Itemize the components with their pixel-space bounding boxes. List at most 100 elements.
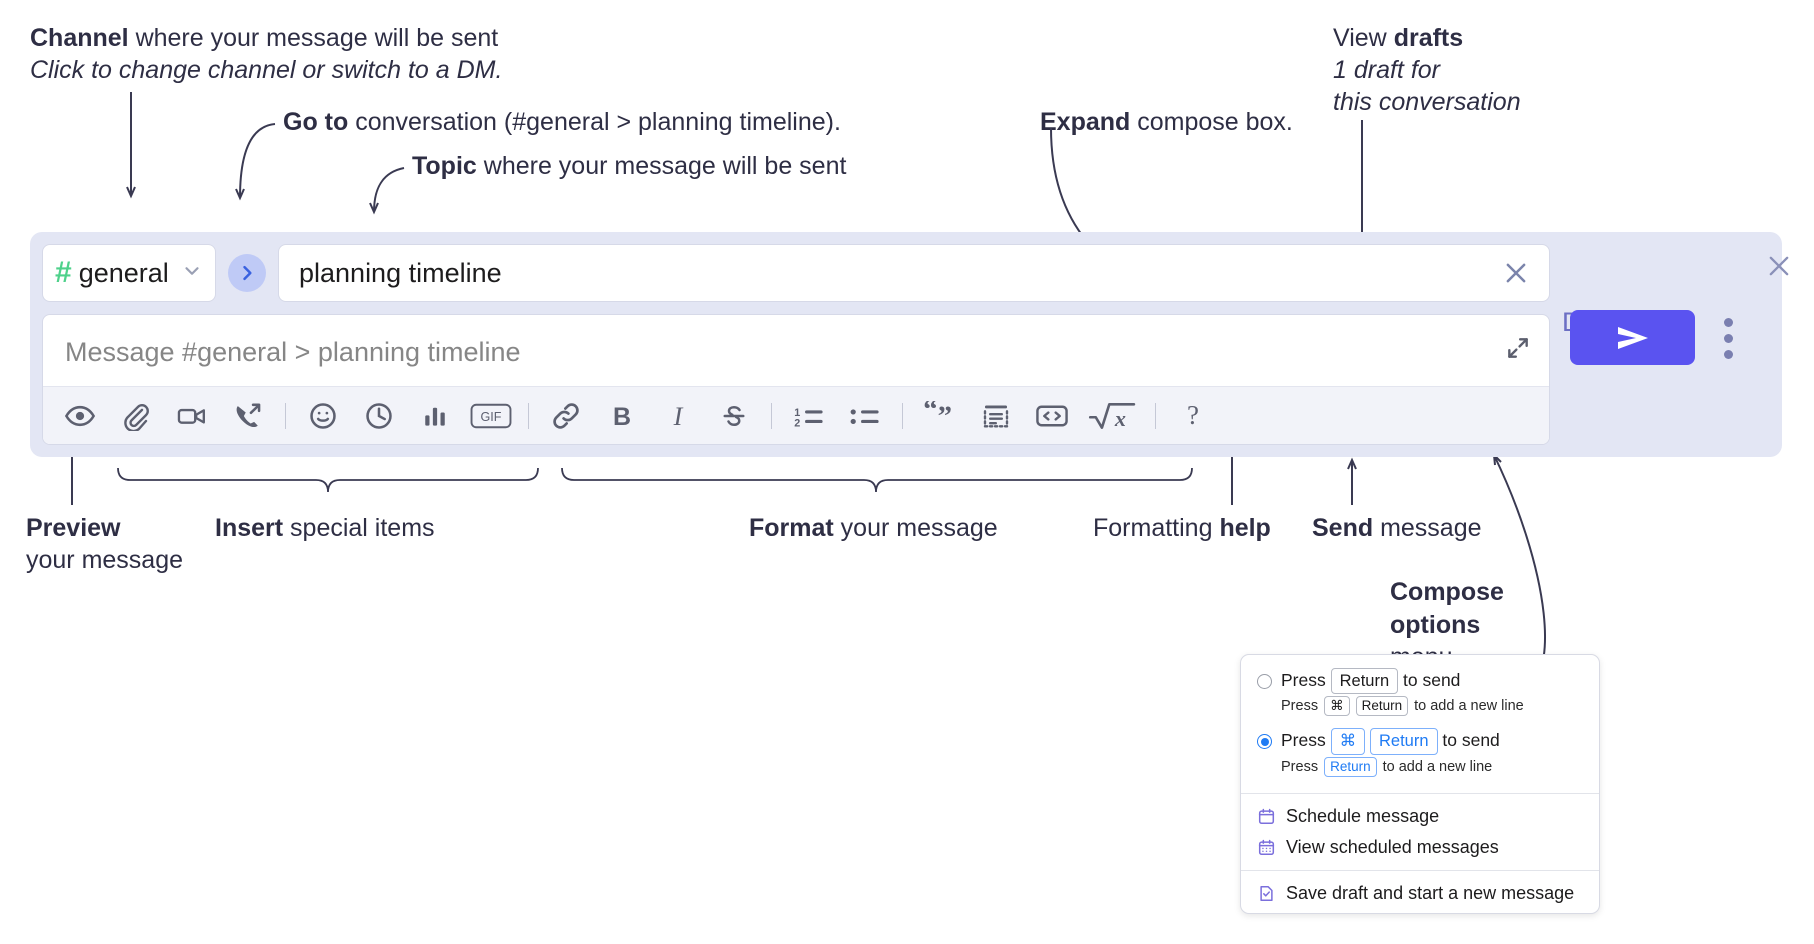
annotation-send: Send message xyxy=(1312,512,1482,544)
hash-icon: # xyxy=(55,256,72,289)
topic-clear-button[interactable] xyxy=(1501,258,1531,288)
svg-text:”: ” xyxy=(938,401,952,431)
ordered-list-button[interactable]: 1 2 xyxy=(786,393,832,439)
formatting-toolbar: GIF B xyxy=(43,386,1549,444)
annotation-expand-bold: Expand xyxy=(1040,108,1131,136)
kebab-dot-3 xyxy=(1723,349,1733,359)
kebab-dot-2 xyxy=(1723,333,1733,343)
radio-option-return-to-send[interactable]: Press Return to send xyxy=(1241,665,1599,695)
radio-1-pre: Press xyxy=(1281,670,1331,690)
math-sqrt-icon: x xyxy=(1088,402,1136,430)
compose-panel: Drafts (1) # general xyxy=(30,232,1789,457)
message-input-box[interactable]: Message #general > planning timeline xyxy=(42,314,1550,445)
poll-button[interactable] xyxy=(412,393,458,439)
video-camera-icon xyxy=(177,408,205,424)
svg-text:2: 2 xyxy=(794,417,800,429)
video-button[interactable] xyxy=(169,393,215,439)
annotation-compose-options-bold2: options xyxy=(1390,610,1481,639)
annotation-drafts-pre: View xyxy=(1333,24,1394,52)
calendar-grid-icon xyxy=(1257,838,1276,857)
annotation-send-bold: Send xyxy=(1312,514,1374,542)
document-check-icon xyxy=(1257,884,1276,903)
annotation-expand: Expand compose box. xyxy=(1040,106,1293,138)
annotation-compose-options-bold1: Compose xyxy=(1390,578,1504,606)
separator-3 xyxy=(771,402,772,429)
expand-compose-button[interactable] xyxy=(1505,335,1531,366)
goto-conversation-button[interactable] xyxy=(228,254,266,292)
radio-option-cmd-return-to-send[interactable]: Press ⌘ Return to send xyxy=(1241,725,1599,755)
radio-selected[interactable] xyxy=(1257,734,1272,750)
annotation-preview-line2: your message xyxy=(26,546,184,574)
reminder-button[interactable] xyxy=(356,393,402,439)
topic-input[interactable]: planning timeline xyxy=(278,244,1550,302)
code-button[interactable] xyxy=(1029,393,1075,439)
annotation-help-pre: Formatting xyxy=(1093,514,1220,542)
eye-icon xyxy=(64,405,96,426)
annotation-channel-rest: where your message will be sent xyxy=(128,24,499,52)
radio-2-post: to send xyxy=(1437,730,1500,751)
annotation-drafts-sub2: this conversation xyxy=(1333,88,1521,116)
menu-item-save-draft-label: Save draft and start a new message xyxy=(1286,882,1575,903)
key-return-blue: Return xyxy=(1369,728,1438,755)
radio-2-sub-pre: Press xyxy=(1281,758,1319,775)
annotation-format: Format your message xyxy=(749,512,998,544)
svg-text:B: B xyxy=(613,402,631,430)
compose-options-button[interactable] xyxy=(1718,314,1738,362)
bulleted-list-button[interactable] xyxy=(842,393,888,439)
compose-options-menu: Press Return to send Press ⌘ Return to ad… xyxy=(1240,654,1600,914)
ordered-list-icon: 1 2 xyxy=(794,406,823,429)
radio-unselected[interactable] xyxy=(1257,673,1272,689)
formatting-help-button[interactable]: ? xyxy=(1170,393,1216,439)
menu-item-save-draft[interactable]: Save draft and start a new message xyxy=(1241,878,1599,909)
strikethrough-button[interactable] xyxy=(711,393,757,439)
strikethrough-icon xyxy=(723,405,745,426)
annotation-topic: Topic where your message will be sent xyxy=(412,150,846,182)
radio-2-sub-post: to add a new line xyxy=(1382,758,1493,775)
annotation-goto-rest: conversation (#general > planning timeli… xyxy=(348,108,841,136)
channel-name: general xyxy=(78,257,169,288)
menu-item-schedule-message[interactable]: Schedule message xyxy=(1241,801,1599,832)
brace-format xyxy=(561,467,1193,493)
bulleted-list-icon xyxy=(850,408,879,424)
annotation-preview: Preview your message xyxy=(26,512,183,576)
gif-button[interactable]: GIF xyxy=(468,393,514,439)
link-icon xyxy=(553,402,579,429)
link-button[interactable] xyxy=(543,393,589,439)
menu-item-view-scheduled[interactable]: View scheduled messages xyxy=(1241,832,1599,863)
separator-2 xyxy=(528,402,529,429)
annotation-help: Formatting help xyxy=(1093,512,1271,544)
brace-insert xyxy=(117,467,539,493)
panel-close-button[interactable] xyxy=(1765,252,1793,285)
blockquote-button[interactable]: “ ” xyxy=(917,393,963,439)
annotation-drafts-sub1: 1 draft for xyxy=(1333,56,1440,84)
code-block-button[interactable] xyxy=(973,393,1019,439)
bold-button[interactable]: B xyxy=(599,393,645,439)
annotation-send-rest: message xyxy=(1373,514,1482,542)
send-button[interactable] xyxy=(1570,310,1695,365)
compose-header-row: # general planning timeline xyxy=(42,244,1550,302)
menu-item-view-scheduled-label: View scheduled messages xyxy=(1286,836,1499,857)
gif-icon: GIF xyxy=(470,403,512,428)
annotation-insert-rest: special items xyxy=(283,514,435,542)
math-button[interactable]: x xyxy=(1085,393,1141,439)
attach-button[interactable] xyxy=(113,393,159,439)
clock-icon xyxy=(366,402,392,429)
audio-button[interactable] xyxy=(225,393,271,439)
preview-button[interactable] xyxy=(57,393,103,439)
annotation-format-rest: your message xyxy=(833,514,998,542)
separator-1 xyxy=(285,402,286,429)
channel-selector[interactable]: # general xyxy=(42,244,216,302)
radio-option-2-hint: Press Return to add a new line xyxy=(1241,755,1599,786)
emoji-button[interactable] xyxy=(300,393,346,439)
annotation-insert: Insert special items xyxy=(215,512,435,544)
key-return-blue-small: Return xyxy=(1324,756,1377,777)
smiley-icon xyxy=(310,402,336,429)
italic-button[interactable]: I xyxy=(655,393,701,439)
compose-inner: # general planning timeline M xyxy=(42,244,1550,445)
key-command: ⌘ xyxy=(1324,696,1350,717)
annotation-drafts-bold: drafts xyxy=(1393,24,1464,52)
radio-2-pre: Press xyxy=(1281,730,1331,751)
radio-1-sub-pre: Press xyxy=(1281,698,1319,715)
menu-item-schedule-label: Schedule message xyxy=(1286,805,1440,826)
annotation-topic-bold: Topic xyxy=(412,152,477,180)
